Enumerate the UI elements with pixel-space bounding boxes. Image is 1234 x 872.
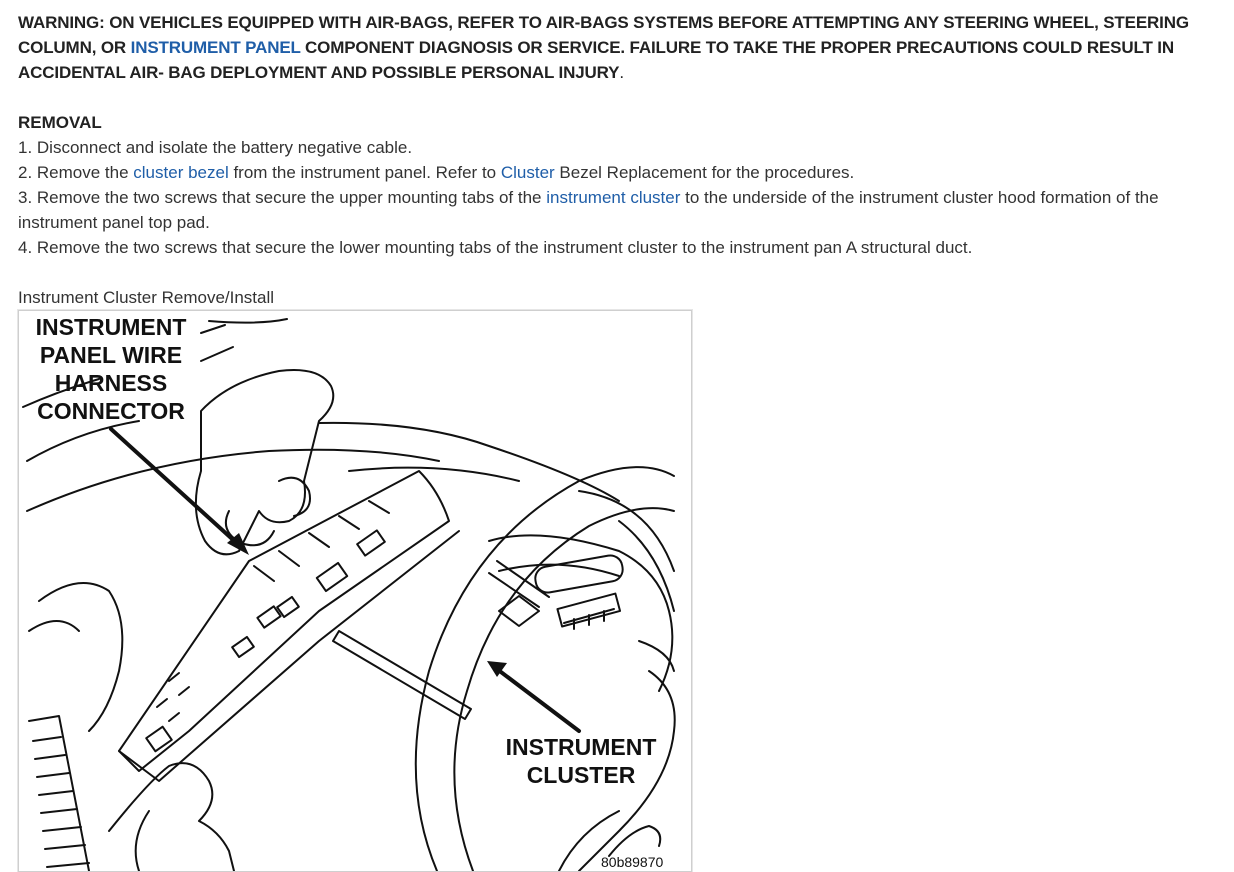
label-cluster-line-1: INSTRUMENT	[506, 734, 657, 760]
cluster-arrowhead	[487, 661, 507, 677]
cluster-leader	[495, 667, 581, 733]
warning-text-1: WARNING: ON VEHICLES EQUIPPED WITH AIR-B…	[18, 13, 1189, 57]
step-2: 2. Remove the cluster bezel from the ins…	[18, 160, 1232, 185]
instrument-cluster-link[interactable]: instrument cluster	[546, 188, 681, 207]
warning-period: .	[619, 63, 624, 82]
label-cluster-line-2: CLUSTER	[527, 762, 636, 788]
cluster-link[interactable]: Cluster	[500, 163, 555, 182]
instrument-cluster-figure: INSTRUMENT PANEL WIRE HARNESS CONNECTOR …	[18, 310, 692, 872]
removal-heading: REMOVAL	[18, 113, 102, 132]
removal-steps: 1. Disconnect and isolate the battery ne…	[18, 135, 1232, 260]
figure-illustration: INSTRUMENT PANEL WIRE HARNESS CONNECTOR …	[22, 314, 676, 871]
step-4: 4. Remove the two screws that secure the…	[18, 238, 973, 257]
connector-leader	[109, 427, 243, 549]
dash-line	[208, 318, 288, 324]
step-2-text-a: 2. Remove the	[18, 163, 134, 182]
label-connector-line-1: INSTRUMENT	[36, 314, 187, 340]
step-3: 3. Remove the two screws that secure the…	[18, 185, 1232, 235]
label-connector-line-3: HARNESS	[55, 370, 167, 396]
warning-text-2: COMPONENT DIAGNOSIS OR SERVICE. FAILURE …	[18, 38, 1174, 82]
step-1: 1. Disconnect and isolate the battery ne…	[18, 138, 413, 157]
connector-arrowhead	[227, 533, 249, 555]
figure-code: 80b89870	[601, 854, 664, 870]
cluster-bezel-link[interactable]: cluster bezel	[133, 163, 229, 182]
step-2-text-c: Bezel Replacement for the procedures.	[554, 163, 855, 182]
instrument-panel-link[interactable]: INSTRUMENT PANEL	[130, 38, 301, 57]
figure-caption: Instrument Cluster Remove/Install	[18, 288, 275, 307]
step-3-text-a: 3. Remove the two screws that secure the…	[18, 188, 547, 207]
label-connector-line-2: PANEL WIRE	[40, 342, 182, 368]
step-2-text-b: from the instrument panel. Refer to	[228, 163, 501, 182]
label-connector-line-4: CONNECTOR	[37, 398, 185, 424]
step-3-text-b: to the underside of the instrument clust…	[18, 188, 1159, 232]
warning-paragraph: WARNING: ON VEHICLES EQUIPPED WITH AIR-B…	[18, 10, 1232, 85]
document-body: WARNING: ON VEHICLES EQUIPPED WITH AIR-B…	[18, 10, 1232, 310]
